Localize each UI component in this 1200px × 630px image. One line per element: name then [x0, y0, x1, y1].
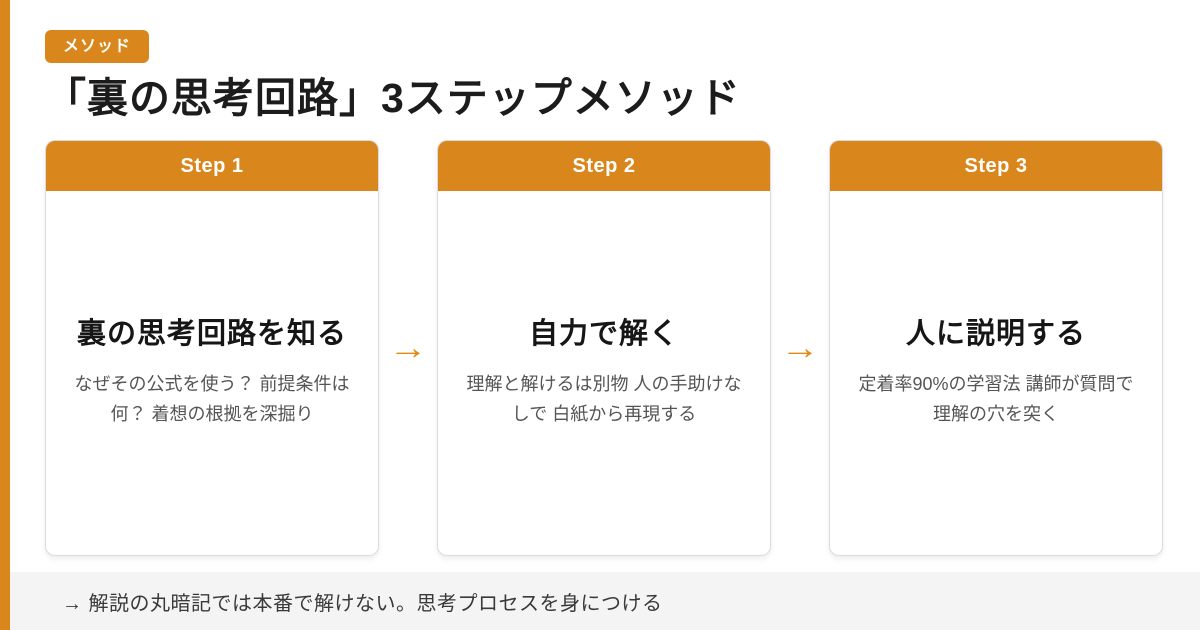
steps-row: Step 1 裏の思考回路を知る なぜその公式を使う？ 前提条件は何？ 着想の根…	[45, 140, 1163, 556]
footer-bar: → 解説の丸暗記では本番で解けない。思考プロセスを身につける	[10, 572, 1200, 630]
step-2-description: 理解と解けるは別物 人の手助けなしで 白紙から再現する	[466, 373, 742, 425]
right-arrow-icon: →	[780, 329, 820, 367]
right-arrow-icon: →	[388, 329, 428, 367]
step-3-title: 人に説明する	[905, 318, 1086, 351]
step-2-body: 自力で解く 理解と解けるは別物 人の手助けなしで 白紙から再現する	[438, 191, 770, 555]
step-1-title: 裏の思考回路を知る	[76, 318, 347, 351]
step-1-description: なぜその公式を使う？ 前提条件は何？ 着想の根拠を深掘り	[74, 373, 350, 425]
step-card-3: Step 3 人に説明する 定着率90%の学習法 講師が質問で 理解の穴を突く	[829, 140, 1163, 556]
step-3-description: 定着率90%の学習法 講師が質問で 理解の穴を突く	[858, 373, 1134, 425]
arrow-gap-2: →	[771, 140, 829, 556]
step-1-body: 裏の思考回路を知る なぜその公式を使う？ 前提条件は何？ 着想の根拠を深掘り	[46, 191, 378, 555]
step-card-2: Step 2 自力で解く 理解と解けるは別物 人の手助けなしで 白紙から再現する	[437, 140, 771, 556]
page-title: 「裏の思考回路」3ステップメソッド	[45, 75, 741, 121]
page-header: メソッド 「裏の思考回路」3ステップメソッド	[45, 30, 1163, 122]
arrow-gap-1: →	[379, 140, 437, 556]
step-1-header: Step 1	[46, 141, 378, 191]
step-3-header: Step 3	[830, 141, 1162, 191]
left-accent-bar	[0, 0, 10, 630]
step-2-title: 自力で解く	[528, 318, 679, 351]
footer-takeaway-text: → 解説の丸暗記では本番で解けない。思考プロセスを身につける	[62, 592, 663, 615]
step-2-header: Step 2	[438, 141, 770, 191]
category-badge: メソッド	[45, 30, 150, 63]
step-3-body: 人に説明する 定着率90%の学習法 講師が質問で 理解の穴を突く	[830, 191, 1162, 555]
step-card-1: Step 1 裏の思考回路を知る なぜその公式を使う？ 前提条件は何？ 着想の根…	[45, 140, 379, 556]
